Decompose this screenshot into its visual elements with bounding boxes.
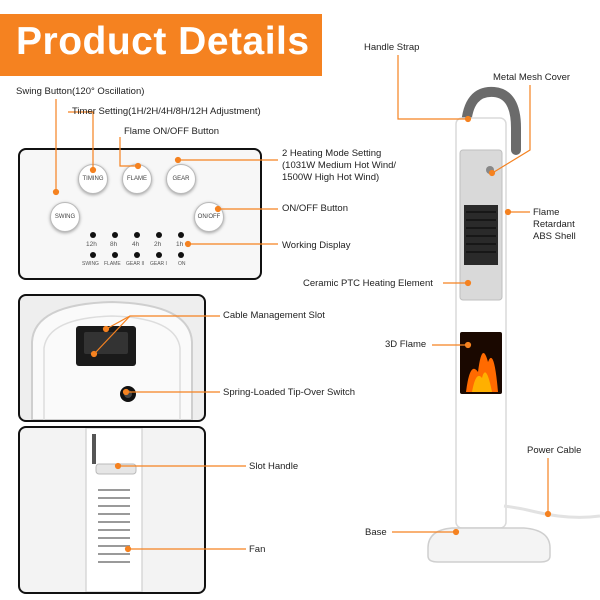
label-base: Base bbox=[365, 527, 387, 538]
mode-gear-ii: GEAR II bbox=[126, 261, 145, 267]
working-display: 12h 8h 4h 2h 1h SWING FLAME GEAR II GEAR… bbox=[82, 230, 192, 272]
label-working-display: Working Display bbox=[282, 240, 351, 251]
led-dot bbox=[112, 232, 118, 238]
swing-button[interactable]: SWING bbox=[50, 202, 80, 232]
power-cable bbox=[503, 504, 600, 519]
led-dot bbox=[178, 252, 184, 258]
label-fan: Fan bbox=[249, 544, 266, 555]
led-dot bbox=[112, 252, 118, 258]
flame-effect bbox=[466, 353, 498, 392]
rear-closeup bbox=[18, 426, 206, 594]
label-swing-button: Swing Button(120° Oscillation) bbox=[16, 86, 145, 97]
mode-gear-i: GEAR I bbox=[150, 261, 167, 267]
gear-button[interactable]: GEAR bbox=[166, 164, 196, 194]
label-flame-button: Flame ON/OFF Button bbox=[124, 126, 220, 137]
label-ceramic-ptc: Ceramic PTC Heating Element bbox=[303, 278, 433, 289]
ptc-heating-element bbox=[464, 205, 498, 265]
handle-strap bbox=[461, 86, 521, 155]
timer-12h: 12h bbox=[86, 241, 97, 248]
heater-base bbox=[427, 527, 551, 563]
timer-8h: 8h bbox=[110, 241, 118, 248]
control-panel-closeup: TIMING FLAME GEAR SWING ON/OFF 12h 8h 4h… bbox=[18, 148, 262, 280]
led-dot bbox=[134, 252, 140, 258]
label-flame-shell-1: Flame bbox=[533, 207, 560, 218]
mode-on: ON bbox=[178, 261, 186, 267]
led-dot bbox=[90, 252, 96, 258]
mode-flame: FLAME bbox=[104, 261, 121, 267]
timer-2h: 2h bbox=[154, 241, 162, 248]
label-timer-setting: Timer Setting(1H/2H/4H/8H/12H Adjustment… bbox=[72, 106, 261, 117]
led-dot bbox=[156, 232, 162, 238]
base-underside-illustration bbox=[31, 300, 193, 420]
label-flame-shell-3: ABS Shell bbox=[533, 231, 576, 242]
led-dot bbox=[178, 232, 184, 238]
label-metal-mesh: Metal Mesh Cover bbox=[493, 72, 571, 83]
label-handle-strap: Handle Strap bbox=[364, 42, 420, 53]
label-power-cable: Power Cable bbox=[527, 445, 582, 456]
led-dot bbox=[90, 232, 96, 238]
label-heating-mode-1: 2 Heating Mode Setting bbox=[282, 148, 382, 159]
label-cable-slot: Cable Management Slot bbox=[223, 310, 325, 321]
label-heating-mode-3: 1500W High Hot Wind) bbox=[282, 172, 380, 183]
led-dot bbox=[134, 232, 140, 238]
base-underside-closeup bbox=[18, 294, 206, 422]
rear-illustration bbox=[85, 428, 143, 592]
label-flame-shell-2: Retardant bbox=[533, 219, 575, 230]
page-title: Product Details bbox=[16, 20, 310, 63]
label-tipover-switch: Spring-Loaded Tip-Over Switch bbox=[223, 387, 356, 398]
timer-1h: 1h bbox=[176, 241, 184, 248]
title-banner: Product Details bbox=[0, 14, 322, 76]
mode-swing: SWING bbox=[82, 261, 99, 267]
label-onoff-button: ON/OFF Button bbox=[282, 203, 348, 214]
led-dot bbox=[156, 252, 162, 258]
label-heating-mode-2: (1031W Medium Hot Wind/ bbox=[282, 160, 397, 171]
label-3d-flame: 3D Flame bbox=[385, 339, 427, 350]
timer-4h: 4h bbox=[132, 241, 140, 248]
label-slot-handle: Slot Handle bbox=[249, 461, 299, 472]
